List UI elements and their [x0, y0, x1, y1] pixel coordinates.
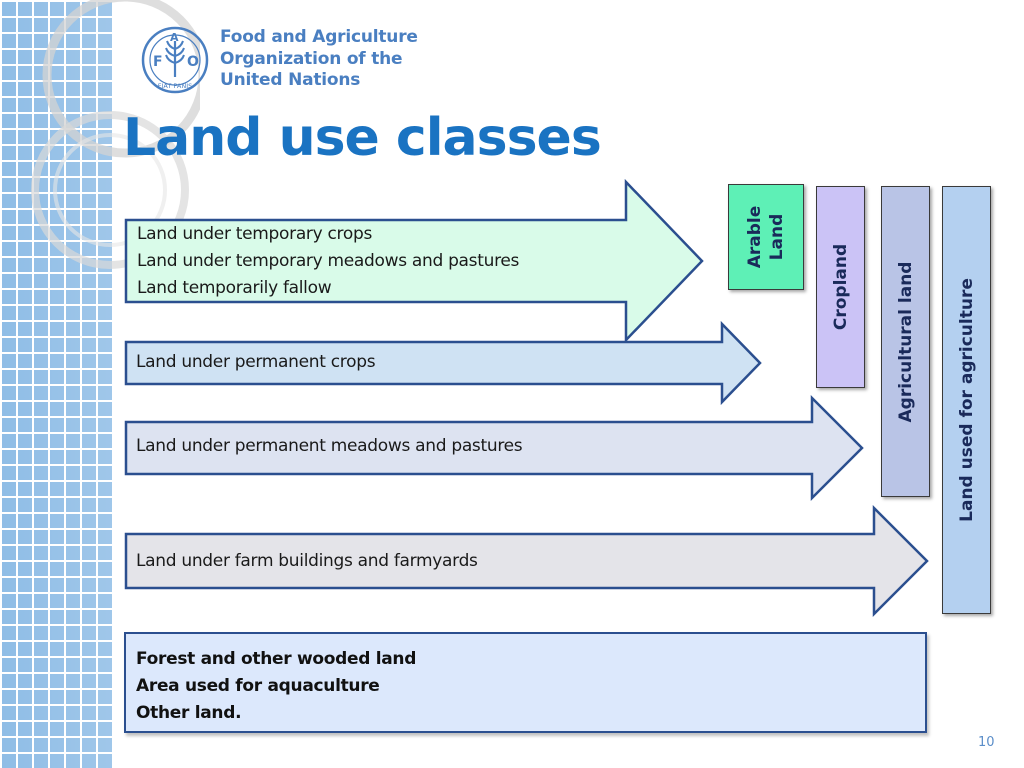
org-name-line-3: United Nations	[220, 70, 361, 90]
arrow-permanent-crops-text: Land under permanent crops	[136, 349, 376, 376]
category-arable-land: Arable Land	[728, 184, 804, 290]
decorative-grid-strip	[0, 0, 113, 768]
category-arable-line-1: Arable	[745, 205, 765, 269]
slide-title: Land use classes	[123, 108, 602, 168]
category-cropland-label: Cropland	[830, 244, 852, 330]
arrow-farm-buildings-polygon	[124, 504, 929, 618]
category-cropland: Cropland	[816, 186, 865, 388]
category-arable-land-label: Arable Land	[744, 206, 788, 269]
logo-letter-a: A	[170, 31, 179, 44]
arrow-temporary-land-text: Land under temporary crops Land under te…	[137, 221, 519, 302]
other-land-line-3: Other land.	[136, 703, 242, 723]
arrow-temporary-land-shape	[124, 178, 704, 344]
arrow-permanent-crops-line-1: Land under permanent crops	[136, 352, 376, 372]
organization-name: Food and Agriculture Organization of the…	[220, 27, 418, 92]
page-number: 10	[978, 735, 995, 750]
org-name-line-1: Food and Agriculture	[220, 27, 418, 47]
other-land-line-1: Forest and other wooded land	[136, 649, 417, 669]
category-agricultural-land: Agricultural land	[881, 186, 930, 497]
category-agricultural-land-label: Agricultural land	[895, 261, 917, 422]
decorative-rings	[31, 0, 200, 269]
other-land-box: Forest and other wooded land Area used f…	[124, 632, 927, 733]
arrow-permanent-meadows-text: Land under permanent meadows and pasture…	[136, 433, 523, 460]
arrow-permanent-meadows-polygon	[124, 394, 864, 502]
arrow-temporary-line-1: Land under temporary crops	[137, 224, 372, 244]
arrow-temporary-line-2: Land under temporary meadows and pasture…	[137, 251, 520, 271]
logo-motto: FIAT PANIS	[158, 82, 193, 90]
arrow-permanent-crops-shape	[124, 320, 762, 406]
logo-letter-f: F	[153, 54, 163, 70]
org-name-line-2: Organization of the	[220, 48, 403, 69]
arrow-permanent-meadows: Land under permanent meadows and pasture…	[124, 394, 864, 502]
arrow-farm-buildings-shape	[124, 504, 929, 618]
arrow-permanent-crops: Land under permanent crops	[124, 320, 762, 406]
arrow-temporary-land-polygon	[124, 178, 704, 344]
logo-letter-o: O	[187, 54, 199, 70]
arrow-permanent-crops-polygon	[124, 320, 762, 406]
arrow-permanent-meadows-shape	[124, 394, 864, 502]
fao-logo: F A O FIAT PANIS	[141, 26, 209, 94]
arrow-farm-buildings: Land under farm buildings and farmyards	[124, 504, 929, 618]
arrow-temporary-line-3: Land temporarily fallow	[137, 278, 332, 298]
arrow-farm-buildings-line-1: Land under farm buildings and farmyards	[136, 551, 478, 571]
arrow-farm-buildings-text: Land under farm buildings and farmyards	[136, 548, 478, 575]
category-land-used-for-agriculture-label: Land used for agriculture	[956, 278, 978, 522]
category-cropland-line-1: Cropland	[830, 243, 851, 331]
category-arable-line-2: Land	[767, 213, 787, 261]
category-agricultural-line-1: Agricultural land	[895, 261, 916, 422]
arrow-permanent-meadows-line-1: Land under permanent meadows and pasture…	[136, 436, 523, 456]
category-land-used-for-agriculture: Land used for agriculture	[942, 186, 991, 614]
arrow-temporary-land: Land under temporary crops Land under te…	[124, 178, 704, 344]
other-land-text: Forest and other wooded land Area used f…	[136, 646, 416, 727]
category-land-used-line-1: Land used for agriculture	[956, 278, 977, 522]
other-land-line-2: Area used for aquaculture	[136, 676, 380, 696]
